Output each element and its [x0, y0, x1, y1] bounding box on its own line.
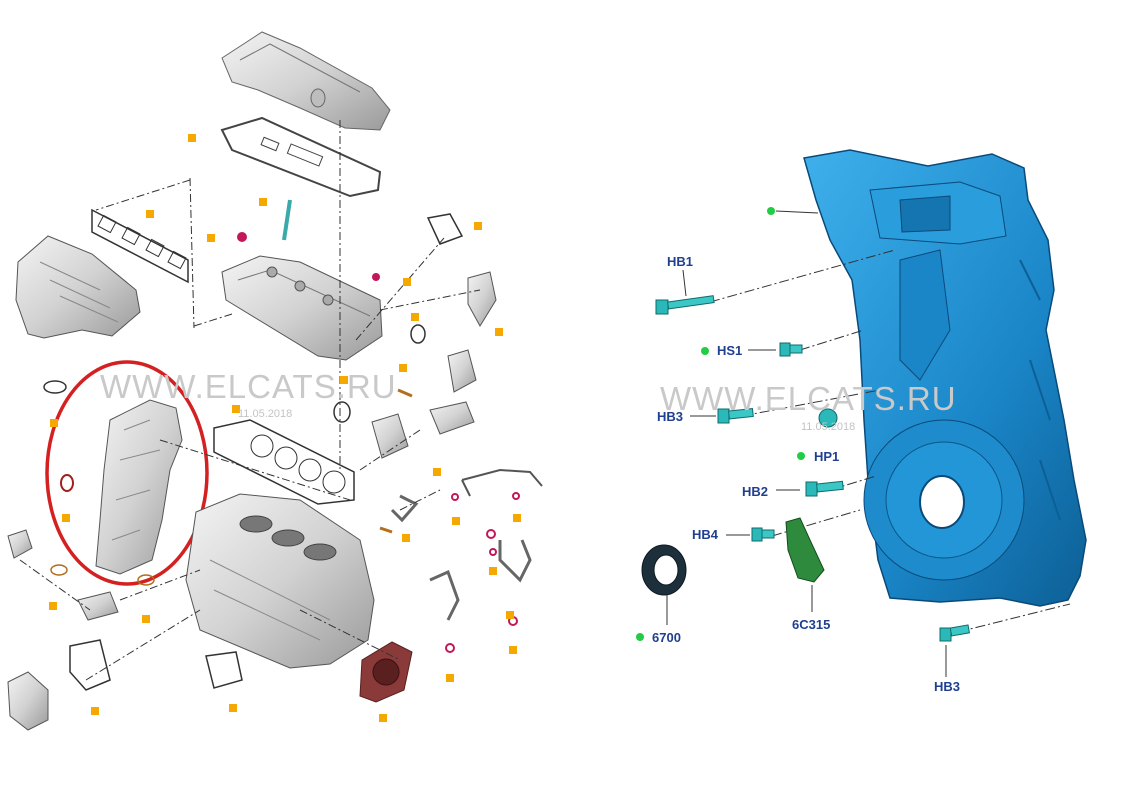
manifold-gasket	[91, 208, 189, 284]
plug-hp1	[818, 408, 838, 428]
timing-cover	[803, 149, 1087, 607]
bolt-hb3-top	[717, 407, 754, 424]
callout-hp1: HP1	[814, 449, 840, 464]
callout-hs1: HS1	[717, 343, 743, 358]
left-exploded-view	[7, 31, 543, 731]
cylinder-head	[221, 255, 383, 361]
watermark-right: WWW.ELCATS.RU	[660, 380, 957, 417]
bolt-hs1	[779, 342, 803, 357]
oil-pan-gasket	[69, 639, 111, 691]
head-gasket	[213, 419, 355, 505]
timing-cover-grey	[95, 399, 183, 575]
callout-hb3-top: HB3	[657, 409, 684, 424]
callout-hb2: HB2	[742, 484, 769, 499]
callout-hb3-bottom: HB3	[934, 679, 961, 694]
callout-6c315: 6C315	[792, 617, 831, 632]
water-outlet	[7, 671, 49, 731]
bolt-hb3-bottom	[939, 624, 971, 642]
bolt-hb2	[805, 480, 844, 497]
crankshaft-sensor	[785, 517, 825, 583]
rear-seal-carrier	[359, 641, 413, 703]
callout-hb4: HB4	[692, 527, 719, 542]
green-dot-icon	[636, 207, 805, 641]
leader-lines	[19, 120, 481, 681]
watermark-left: WWW.ELCATS.RU	[100, 368, 397, 405]
square-marker-icon	[49, 134, 521, 722]
watermark-date-right: 11.05.2018	[801, 421, 856, 433]
dipstick-tube	[282, 199, 292, 241]
bolt-hb1	[655, 295, 715, 315]
watermark-date-left: 11.05.2018	[238, 408, 293, 420]
valve-cover-gasket	[220, 116, 382, 198]
right-detail-view	[636, 149, 1087, 677]
highlight-ellipse	[45, 360, 209, 586]
callout-hb1: HB1	[667, 254, 694, 269]
intake-manifold	[15, 235, 141, 339]
valve-cover	[221, 31, 391, 131]
engine-block	[185, 493, 375, 669]
callout-6700: 6700	[652, 630, 681, 645]
head-fitting	[237, 232, 247, 242]
bolt-hb4	[751, 527, 775, 542]
oil-seal	[641, 544, 687, 596]
